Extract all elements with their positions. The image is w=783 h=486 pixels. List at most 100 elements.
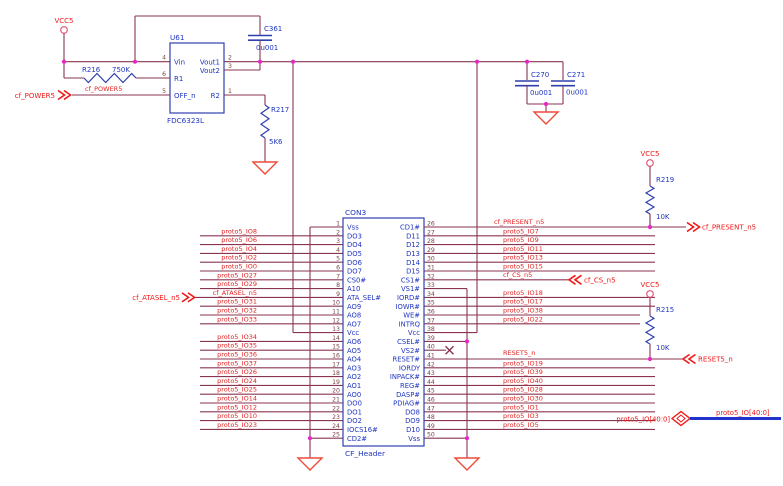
pin-name: AO9 xyxy=(347,303,361,311)
capacitor-ref: C270 xyxy=(531,71,549,79)
port-chevron-icon xyxy=(181,292,190,303)
junction-dot xyxy=(474,59,480,64)
pin-name: D13 xyxy=(406,250,420,258)
pin-name: Vin xyxy=(174,59,185,67)
junction-dot xyxy=(290,59,296,64)
regulator-body[interactable] xyxy=(169,42,225,114)
port-chevron-icon xyxy=(57,89,66,101)
pin-number: 3 xyxy=(336,238,340,245)
pin-number: 23 xyxy=(332,414,340,421)
port-label: cf_CS_n5 xyxy=(584,276,616,284)
pin-name: Vss xyxy=(347,224,359,232)
pin-number: 28 xyxy=(427,238,435,245)
port-label: cf_POWER5 xyxy=(15,92,55,100)
pin-number: 48 xyxy=(427,414,435,421)
pin-name: Vcc xyxy=(408,329,420,337)
pin-name: WE# xyxy=(403,312,420,320)
net-label: proto5_IO31 xyxy=(217,298,257,306)
resistor-value: 10K xyxy=(656,213,670,221)
net-label: proto5_IO38 xyxy=(503,307,543,315)
pin-name: IOWR# xyxy=(396,303,421,311)
net-label: proto5_IO4 xyxy=(221,245,257,253)
pin-number: 5 xyxy=(336,256,340,263)
pin-number: 37 xyxy=(427,317,435,324)
port-label: cf_PRESENT_n5 xyxy=(702,224,756,232)
pin-number: 24 xyxy=(332,423,340,430)
pin-number: 11 xyxy=(332,309,340,316)
net-label: proto5_IO3 xyxy=(503,412,539,420)
resistor-body xyxy=(259,104,271,139)
port-cf_PRESENT_n5[interactable]: cf_PRESENT_n5 cf_PRESENT_n5 xyxy=(424,218,756,233)
pin-name: IOCS16# xyxy=(347,426,378,434)
net-label: RESET5_n xyxy=(503,349,535,357)
pin-name: CD2# xyxy=(347,435,367,443)
junction-dot xyxy=(61,59,67,64)
net-label: proto5_IO7 xyxy=(503,227,539,235)
pin-number: 33 xyxy=(427,282,435,289)
pin-number: 2 xyxy=(228,55,232,62)
vcc-label: VCC5 xyxy=(640,150,659,158)
pin-name: RESET# xyxy=(393,356,421,364)
resistor-value: 5K6 xyxy=(269,138,283,146)
port-label: RESET5_n xyxy=(698,356,733,364)
pin-number: 22 xyxy=(332,405,340,412)
connector-CON3[interactable]: CON3CF_HeaderVss1DO32DO43DO54DO65DO76CS0… xyxy=(332,208,435,458)
pin-name: D11 xyxy=(406,232,420,240)
no-connect-x xyxy=(445,345,454,355)
pin-name: AO6 xyxy=(347,338,361,346)
net-label: proto5_IO27 xyxy=(217,271,257,279)
ground-symbol xyxy=(453,457,481,471)
net-label: cf_ATASEL_n5 xyxy=(213,289,257,297)
capacitor-value: 0u001 xyxy=(530,89,552,97)
pin-number: 4 xyxy=(162,55,166,62)
pin-name: IORD# xyxy=(397,294,420,302)
pin-name: OFF_n xyxy=(174,92,196,100)
port-chevron-icon xyxy=(573,274,582,285)
pin-number: 44 xyxy=(427,379,435,386)
pin-number: 10 xyxy=(332,300,340,307)
pin-name: DO4 xyxy=(347,241,362,249)
pin-name: D14 xyxy=(406,259,420,267)
junction-dot xyxy=(647,224,653,230)
net-label: proto5_IO2 xyxy=(221,254,257,262)
port-chevron-icon xyxy=(187,292,196,303)
pin-number: 45 xyxy=(427,388,435,395)
pin-name: DO3 xyxy=(347,232,362,240)
net-label: proto5_IO5 xyxy=(503,421,539,429)
net-label: cf_PRESENT_n5 xyxy=(494,218,544,226)
junction-dot xyxy=(464,339,470,344)
port-chevron-icon xyxy=(692,221,701,233)
net-label: proto5_IO[40:0] xyxy=(716,409,770,417)
ground-symbol xyxy=(296,457,324,471)
net-label: proto5_IO14 xyxy=(217,395,257,403)
pin-name: AO1 xyxy=(347,382,361,390)
pin-number: 12 xyxy=(332,317,340,324)
pin-name: AO4 xyxy=(347,356,361,364)
pin-number: 31 xyxy=(427,265,435,272)
capacitor-ref: C361 xyxy=(264,25,282,33)
net-label: proto5_IO19 xyxy=(503,359,543,367)
resistor-body xyxy=(644,315,656,345)
pin-number: 40 xyxy=(427,344,435,351)
pin-name: CD1# xyxy=(400,224,420,232)
pin-number: 50 xyxy=(427,432,435,439)
pin-number: 15 xyxy=(332,344,340,351)
net-label: proto5_IO9 xyxy=(503,236,539,244)
pin-name: VS2# xyxy=(401,347,420,355)
port-proto5_IO-bus[interactable]: proto5_IO[40:0]proto5_IO[40:0] xyxy=(616,409,781,427)
pin-number: 47 xyxy=(427,405,435,412)
connector-body[interactable] xyxy=(342,217,425,447)
net-label: proto5_IO0 xyxy=(221,263,257,271)
pin-number: 6 xyxy=(336,265,340,272)
component-part: CF_Header xyxy=(345,449,386,458)
